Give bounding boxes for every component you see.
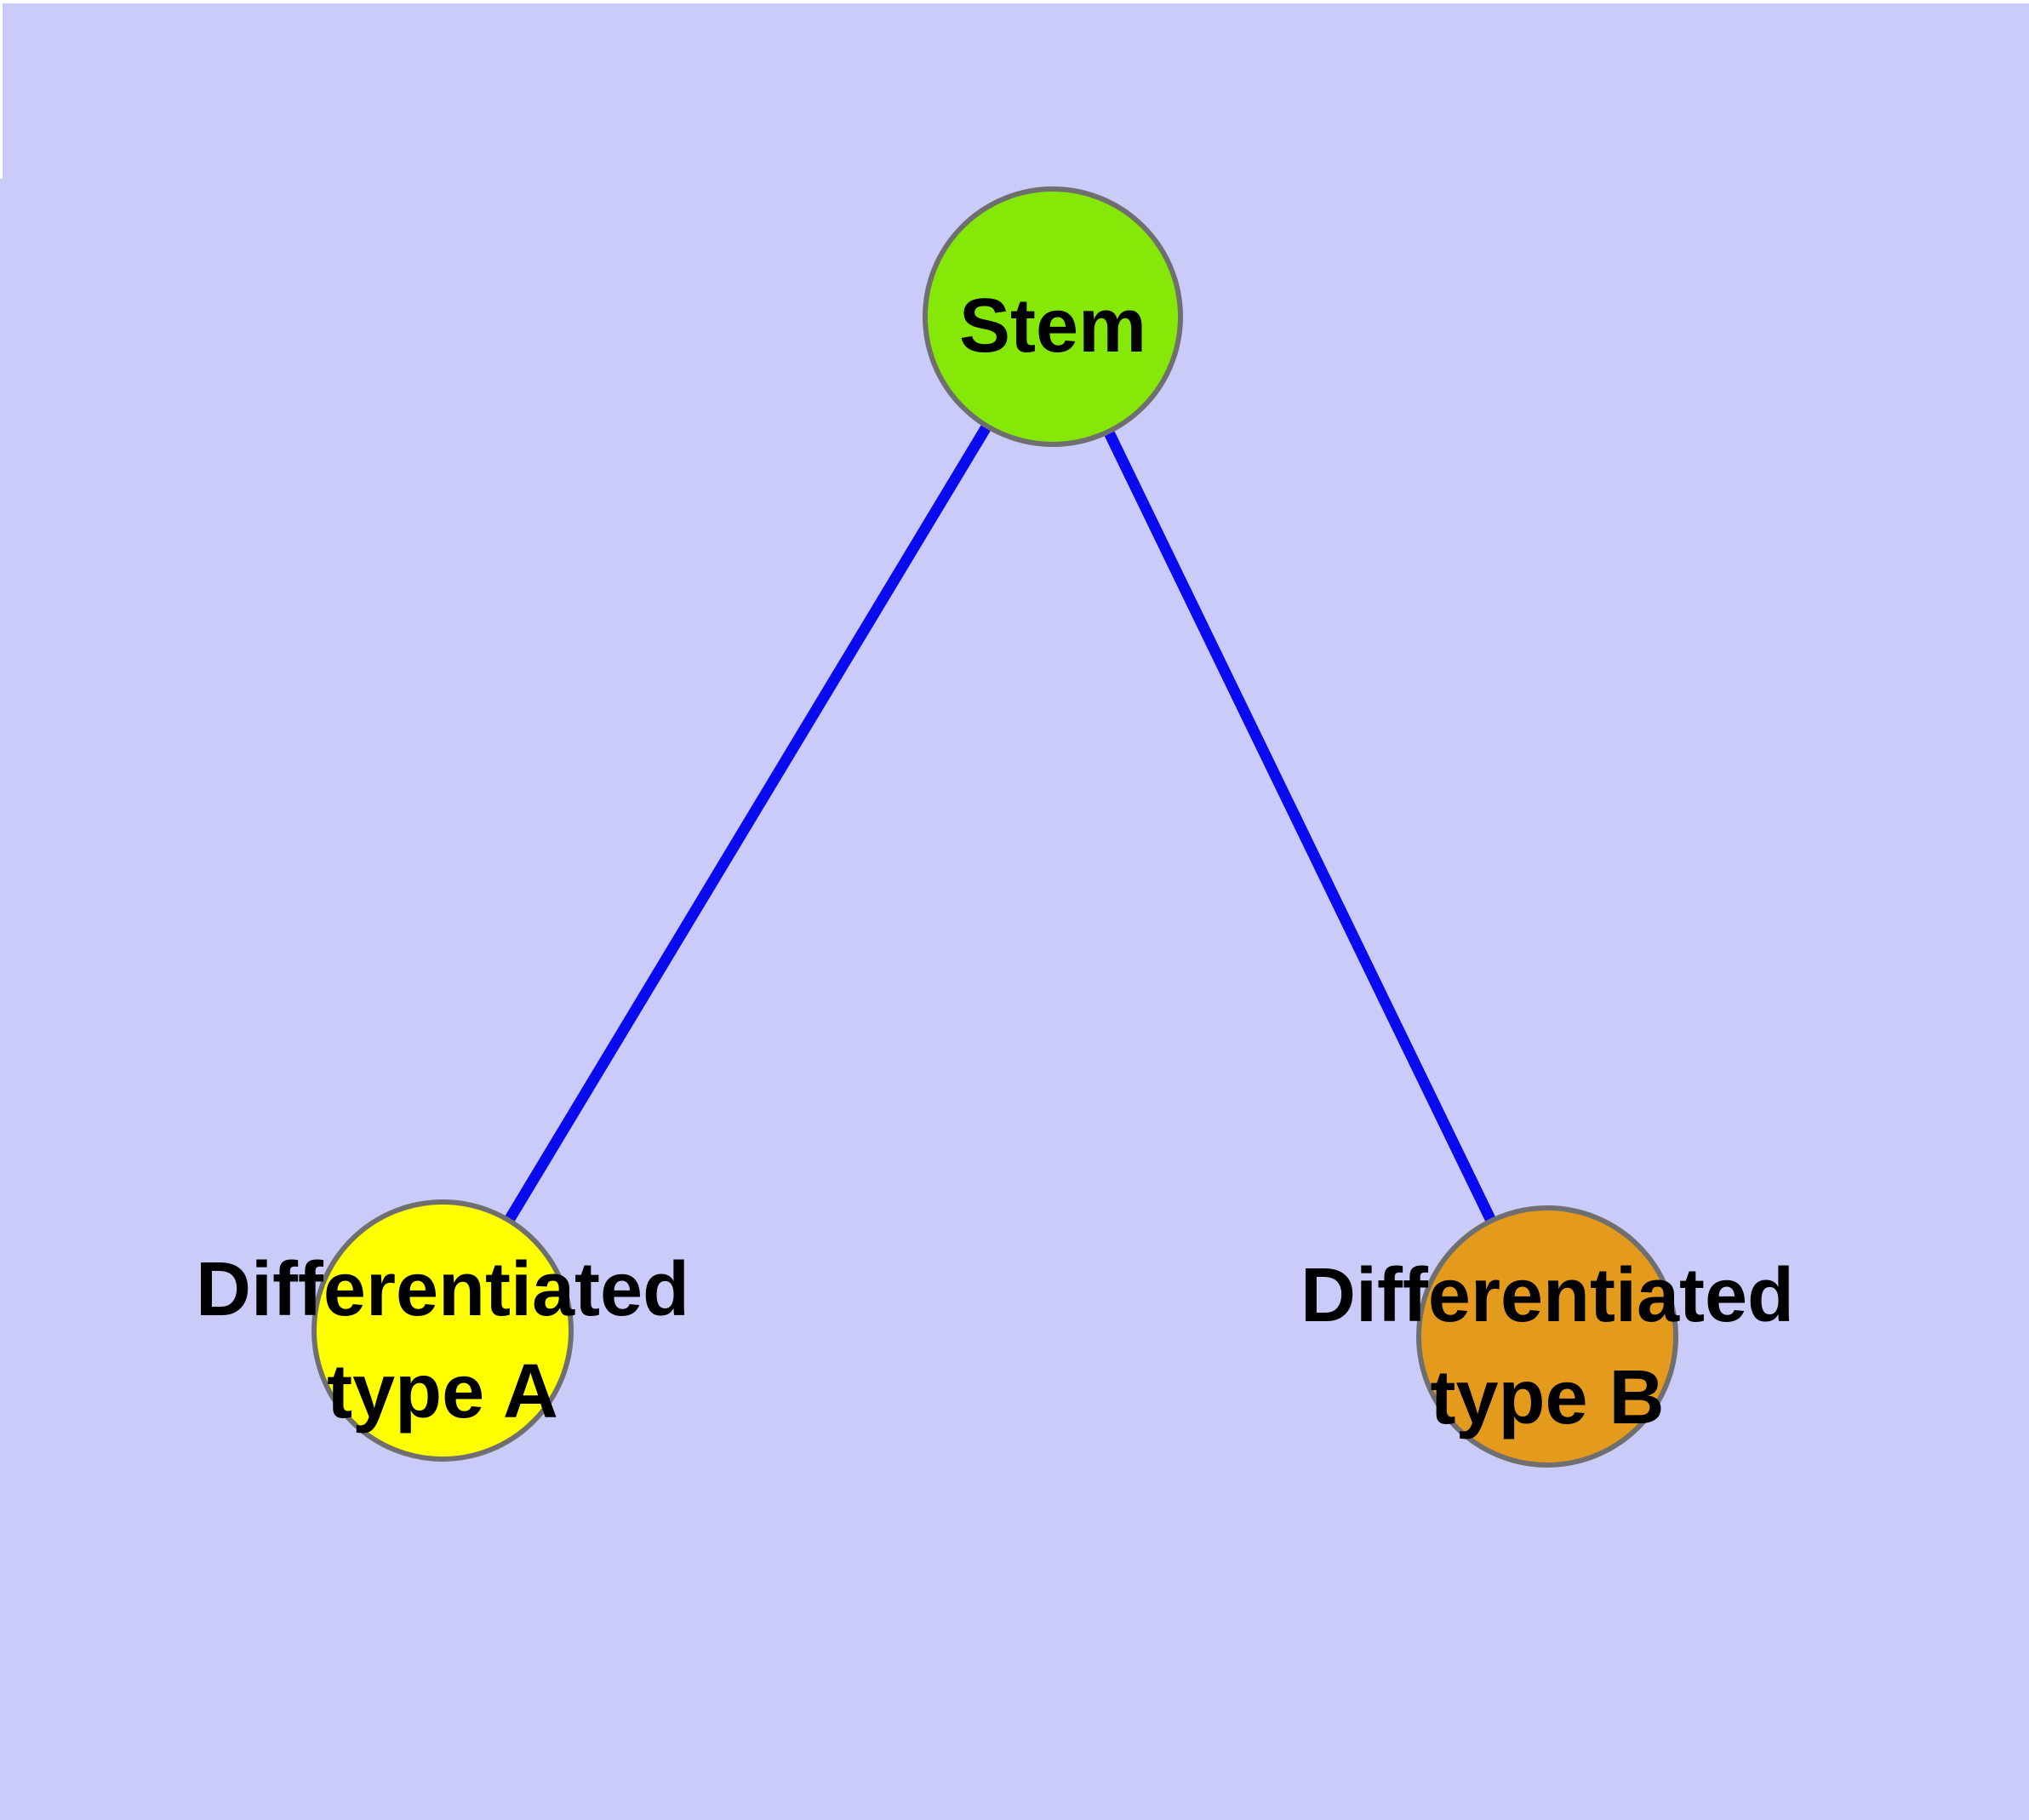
- node-stem-label: Stem: [959, 283, 1146, 369]
- node-group: [311, 186, 1678, 1468]
- node-type-a-label-line2: type A: [327, 1349, 558, 1434]
- node-type-a-label-line1: Differentiated: [196, 1247, 689, 1332]
- edge-stem-to-type-a[interactable]: [437, 313, 1058, 1334]
- screenshot-margin-left: [0, 0, 3, 179]
- edge-stem-to-type-b[interactable]: [1048, 314, 1552, 1339]
- node-type-b-label-line2: type B: [1430, 1355, 1664, 1440]
- node-differentiated-type-a[interactable]: [311, 1199, 574, 1462]
- screenshot-margin-top: [0, 0, 2029, 3]
- edge-group: [437, 313, 1552, 1339]
- label-group: Stem Differentiated type A Differentiate…: [196, 283, 1794, 1440]
- node-differentiated-type-b[interactable]: [1416, 1205, 1678, 1468]
- screenshot-margins: [0, 0, 2029, 179]
- node-type-b-label-line1: Differentiated: [1300, 1253, 1794, 1338]
- node-stem[interactable]: [923, 186, 1183, 447]
